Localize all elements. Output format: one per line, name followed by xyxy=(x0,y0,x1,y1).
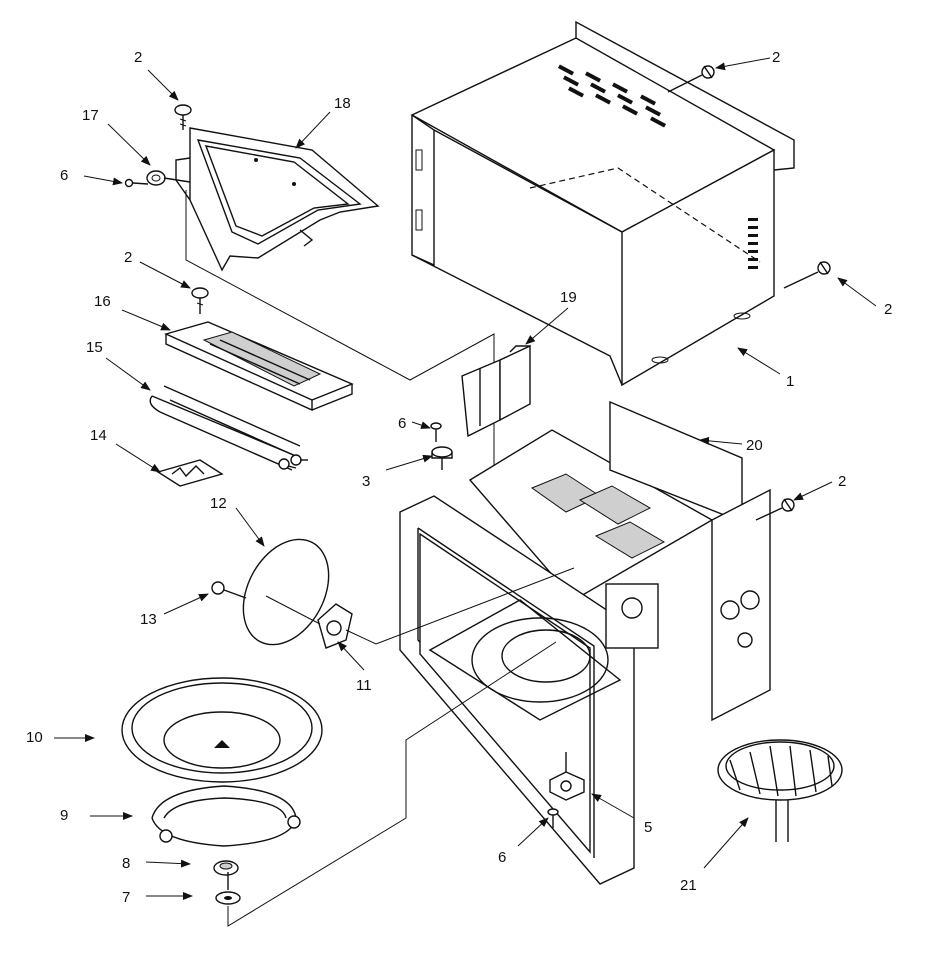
heater-element xyxy=(149,385,308,471)
label-19: 19 xyxy=(560,289,577,306)
screw-part-2-right xyxy=(783,261,831,289)
clip-part-17 xyxy=(146,170,191,186)
label-20: 20 xyxy=(746,437,763,454)
top-bracket xyxy=(175,127,380,272)
oven-cavity-frame xyxy=(399,400,771,885)
label-6-bottom: 6 xyxy=(498,849,506,866)
label-2-top-right: 2 xyxy=(772,49,780,66)
washer-part-7 xyxy=(215,872,241,905)
label-2-top-left: 2 xyxy=(134,49,142,66)
label-8: 8 xyxy=(122,855,130,872)
label-3: 3 xyxy=(362,473,370,490)
outer-cabinet xyxy=(410,20,795,387)
lamp-cover-part-12 xyxy=(242,538,330,646)
label-7: 7 xyxy=(122,889,130,906)
label-1: 1 xyxy=(786,373,794,390)
leader-arrows xyxy=(54,57,877,900)
screw-part-6-mid xyxy=(430,422,442,442)
coupler-part-8 xyxy=(213,860,239,876)
screw-part-6-top xyxy=(124,178,149,188)
turntable-glass-part-10 xyxy=(121,677,323,783)
screw-part-6-bottom xyxy=(547,808,559,828)
label-6-top: 6 xyxy=(60,167,68,184)
screw-part-13 xyxy=(211,581,247,599)
label-2-mid-left: 2 xyxy=(124,249,132,266)
label-10: 10 xyxy=(26,729,43,746)
screw-part-2-mid xyxy=(191,287,209,314)
screw-part-2-lower xyxy=(755,498,795,521)
label-9: 9 xyxy=(60,807,68,824)
label-13: 13 xyxy=(140,611,157,628)
label-18: 18 xyxy=(334,95,351,112)
lamp-socket-part-11 xyxy=(265,567,575,649)
label-17: 17 xyxy=(82,107,99,124)
label-2-right: 2 xyxy=(884,301,892,318)
label-16: 16 xyxy=(94,293,111,310)
label-11: 11 xyxy=(356,677,372,694)
air-duct xyxy=(461,344,531,438)
part-labels: 2 17 18 6 2 2 2 16 15 1 19 6 14 3 20 2 1… xyxy=(26,49,892,906)
thermostat-part-3 xyxy=(431,446,453,470)
label-2-lower-right: 2 xyxy=(838,473,846,490)
screw-part-2-top-left xyxy=(174,104,192,130)
label-5: 5 xyxy=(644,819,652,836)
grill-rack-part-21 xyxy=(717,739,843,842)
label-14: 14 xyxy=(90,427,107,444)
heater-clip xyxy=(156,459,224,487)
label-6-mid: 6 xyxy=(398,415,406,432)
control-board xyxy=(163,321,354,412)
label-21: 21 xyxy=(680,877,697,894)
label-15: 15 xyxy=(86,339,103,356)
turntable-motor-part-5 xyxy=(549,752,585,801)
roller-ring-part-9 xyxy=(151,785,301,847)
assembly-line-turntable xyxy=(227,641,557,927)
label-12: 12 xyxy=(210,495,227,512)
screw-part-2-top xyxy=(667,65,715,93)
